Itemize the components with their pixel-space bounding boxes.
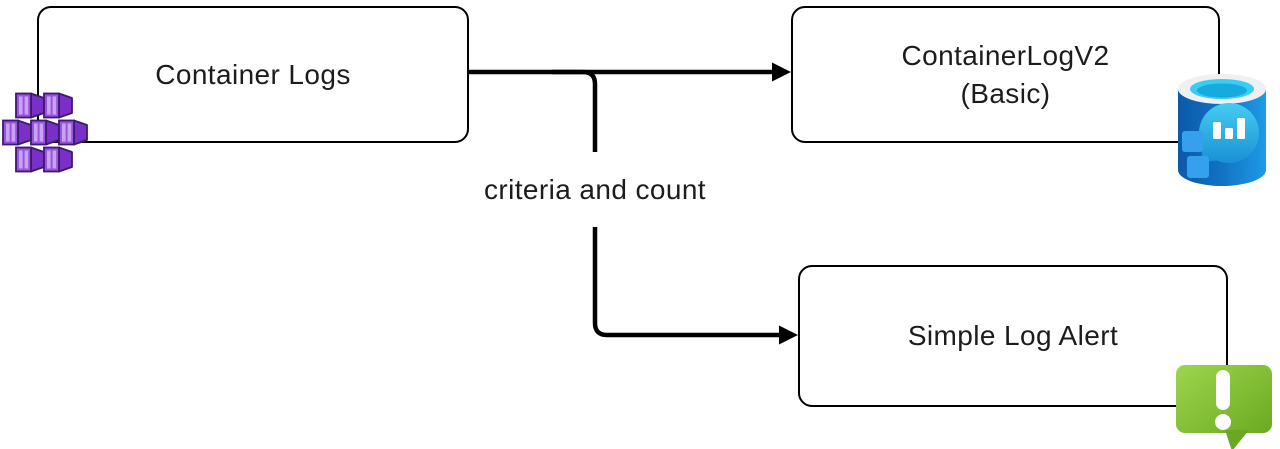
node-label: ContainerLogV2 <box>901 39 1110 71</box>
branch-line-top <box>552 69 598 152</box>
node-containerlogv2: ContainerLogV2 (Basic) <box>791 6 1220 143</box>
edge-label-criteria-and-count: criteria and count <box>484 174 706 205</box>
node-label: Simple Log Alert <box>907 320 1119 351</box>
node-container-logs: Container Logs <box>37 6 469 143</box>
node-sublabel: (Basic) <box>960 77 1051 109</box>
container-cluster-icon <box>2 92 88 173</box>
node-simple-log-alert: Simple Log Alert <box>798 265 1228 407</box>
alert-message-icon <box>1176 365 1272 449</box>
arrowhead-to-simple-log-alert <box>779 325 798 345</box>
branch-line-bottom <box>592 227 779 338</box>
node-label: Container Logs <box>155 58 351 90</box>
arrowhead-to-containerlogv2 <box>772 62 791 82</box>
log-analytics-database-icon <box>1178 74 1266 186</box>
